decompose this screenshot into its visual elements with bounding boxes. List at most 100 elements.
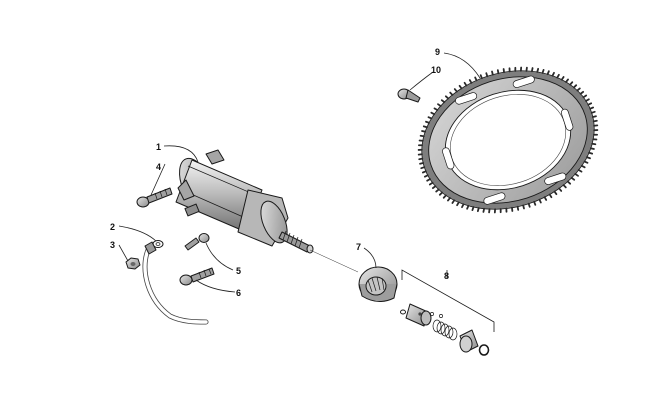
- gear-tooth: [438, 191, 443, 196]
- gear-tooth: [562, 184, 567, 189]
- gear-tooth: [577, 169, 583, 173]
- gear-tooth: [437, 103, 442, 107]
- gear-tooth: [583, 160, 589, 164]
- callout-1: 1: [156, 142, 161, 152]
- gear-tooth: [471, 206, 475, 212]
- gear-tooth: [579, 90, 585, 95]
- ring-gear-bolt: [397, 88, 421, 103]
- gear-tooth: [456, 201, 460, 207]
- callout-4: 4: [156, 162, 161, 172]
- repair-kit: [400, 269, 495, 356]
- gear-tooth: [536, 67, 540, 73]
- gear-tooth: [496, 69, 500, 75]
- gear-tooth: [425, 120, 430, 124]
- gear-tooth: [574, 173, 579, 177]
- gear-tooth: [435, 188, 440, 193]
- gear-tooth: [582, 94, 588, 99]
- gear-tooth: [566, 180, 572, 185]
- gear-tooth: [428, 181, 434, 186]
- starter-drive: [358, 266, 398, 302]
- gear-tooth: [556, 73, 560, 79]
- gear-tooth: [565, 78, 569, 83]
- gear-tooth: [451, 199, 456, 204]
- callout-3: 3: [110, 240, 115, 250]
- callout-7: 7: [356, 242, 361, 252]
- gear-tooth: [447, 197, 451, 202]
- callouts: 1 2 3 4 5 6 7 8 9 10: [110, 47, 449, 298]
- gear-tooth: [482, 207, 485, 213]
- gear-tooth: [586, 156, 591, 160]
- gear-tooth: [522, 204, 525, 210]
- gear-tooth: [485, 72, 489, 78]
- gear-tooth: [418, 157, 424, 161]
- gear-tooth: [543, 196, 548, 201]
- mounting-bolt-upper: [136, 187, 173, 208]
- starter-cable: [142, 241, 209, 325]
- gear-tooth: [553, 190, 558, 196]
- leader-lines: [118, 52, 481, 293]
- gear-tooth: [548, 193, 553, 199]
- gear-tooth: [426, 178, 431, 182]
- gear-tooth: [592, 119, 598, 123]
- gear-tooth: [533, 200, 537, 206]
- gear-tooth: [453, 88, 458, 93]
- gear-tooth: [589, 106, 595, 110]
- gear-tooth: [476, 207, 480, 213]
- callout-5: 5: [236, 266, 241, 276]
- gear-tooth: [421, 130, 427, 133]
- gear-tooth: [419, 162, 425, 165]
- gear-tooth: [541, 68, 545, 74]
- gear-tooth: [420, 166, 426, 170]
- gear-tooth: [576, 87, 581, 92]
- callout-6: 6: [236, 288, 241, 298]
- gear-tooth: [589, 147, 595, 150]
- gear-tooth: [468, 79, 473, 84]
- washer: [152, 240, 164, 248]
- gear-tooth: [479, 74, 483, 80]
- gear-tooth: [427, 116, 433, 120]
- mounting-bolt-lower: [179, 267, 215, 286]
- gear-tooth: [431, 185, 437, 190]
- gear-tooth: [585, 98, 590, 102]
- gear-tooth: [570, 176, 576, 181]
- gear-tooth: [440, 99, 446, 104]
- gear-tooth: [423, 174, 429, 178]
- gear-tooth: [458, 84, 463, 90]
- callout-9: 9: [435, 47, 440, 57]
- callout-8: 8: [444, 271, 449, 281]
- gear-tooth: [422, 125, 428, 129]
- gear-tooth: [444, 95, 450, 100]
- mounting-bolt-middle: [184, 233, 210, 251]
- gear-tooth: [558, 187, 563, 192]
- gear-tooth: [449, 91, 454, 96]
- gear-tooth: [531, 67, 534, 73]
- gear-tooth: [433, 107, 439, 111]
- nut: [125, 257, 141, 270]
- gear-tooth: [590, 110, 596, 114]
- gear-tooth: [588, 151, 594, 155]
- gear-tooth: [560, 76, 565, 81]
- gear-tooth: [587, 102, 593, 106]
- gear-tooth: [466, 204, 470, 210]
- gear-tooth: [461, 203, 465, 209]
- gear-tooth: [421, 170, 427, 174]
- gear-tooth: [442, 194, 447, 199]
- starter-motor: [175, 149, 314, 254]
- gear-tooth: [527, 202, 531, 208]
- gear-tooth: [463, 81, 468, 87]
- ring-gear: [417, 66, 599, 214]
- gear-tooth: [474, 76, 478, 82]
- gear-tooth: [538, 198, 542, 204]
- gear-tooth: [516, 205, 520, 211]
- gear-tooth: [569, 81, 574, 86]
- gear-tooth: [491, 70, 494, 76]
- callout-10: 10: [431, 65, 441, 75]
- gear-tooth: [546, 70, 550, 76]
- gear-tooth: [430, 111, 436, 116]
- gear-tooth: [573, 84, 578, 89]
- callout-2: 2: [110, 222, 115, 232]
- gear-tooth: [580, 164, 586, 169]
- gear-tooth: [551, 71, 555, 77]
- gear-tooth: [591, 115, 597, 118]
